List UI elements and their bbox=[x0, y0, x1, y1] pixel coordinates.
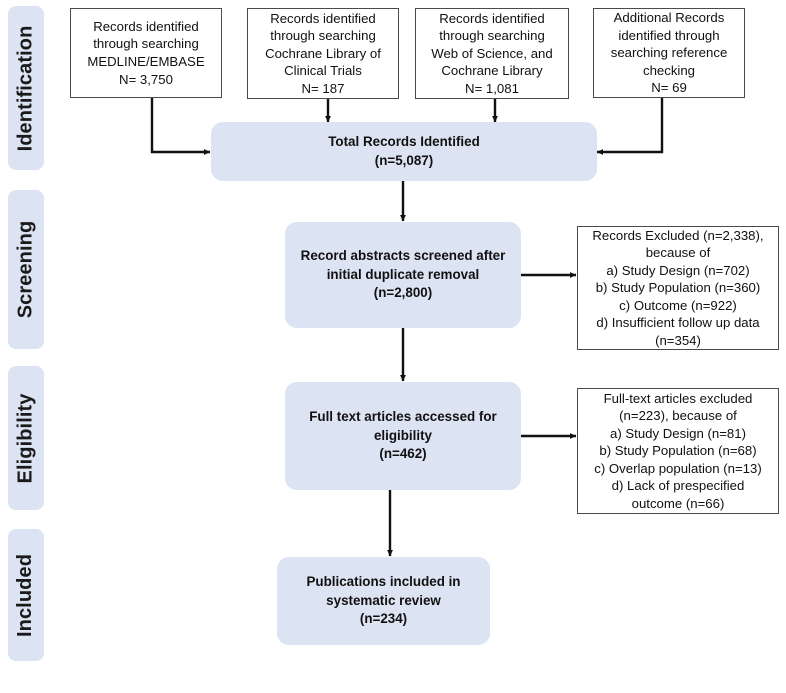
node-total-records-identified: Total Records Identified (n=5,087) bbox=[211, 122, 597, 181]
arrow-source4-to-total bbox=[596, 98, 664, 156]
arrow-source1-to-total bbox=[150, 98, 211, 155]
source-text-web-of-science: Records identified through searching Web… bbox=[431, 10, 553, 96]
node-records-screened: Record abstracts screened after initial … bbox=[285, 222, 521, 328]
source-box-reference-checking: Additional Records identified through se… bbox=[593, 8, 745, 98]
node-text-full-text-excluded: Full-text articles excluded (n=223), bec… bbox=[594, 390, 762, 511]
source-box-web-of-science: Records identified through searching Web… bbox=[415, 8, 569, 99]
node-text-total-records-identified: Total Records Identified (n=5,087) bbox=[328, 134, 480, 168]
node-records-excluded-screening: Records Excluded (n=2,338), because of a… bbox=[577, 226, 779, 350]
stage-label-included: Included bbox=[14, 553, 37, 637]
stage-bar-included: Included bbox=[8, 529, 44, 661]
node-full-text-excluded: Full-text articles excluded (n=223), bec… bbox=[577, 388, 779, 514]
stage-bar-screening: Screening bbox=[8, 190, 44, 349]
node-publications-included: Publications included in systematic revi… bbox=[277, 557, 490, 645]
source-box-medline-embase: Records identified through searching MED… bbox=[70, 8, 222, 98]
source-text-reference-checking: Additional Records identified through se… bbox=[610, 10, 728, 96]
stage-bar-identification: Identification bbox=[8, 6, 44, 170]
node-text-full-text-assessed: Full text articles accessed for eligibil… bbox=[309, 409, 497, 462]
node-text-publications-included: Publications included in systematic revi… bbox=[306, 574, 461, 627]
source-box-cochrane-clinical-trials: Records identified through searching Coc… bbox=[247, 8, 399, 99]
stage-label-screening: Screening bbox=[14, 220, 37, 319]
node-full-text-assessed: Full text articles accessed for eligibil… bbox=[285, 382, 521, 490]
node-text-records-screened: Record abstracts screened after initial … bbox=[300, 248, 506, 301]
node-text-records-excluded-screening: Records Excluded (n=2,338), because of a… bbox=[592, 227, 764, 348]
stage-label-identification: Identification bbox=[14, 25, 37, 151]
stage-bar-eligibility: Eligibility bbox=[8, 366, 44, 510]
source-text-cochrane-clinical-trials: Records identified through searching Coc… bbox=[265, 10, 381, 96]
source-text-medline-embase: Records identified through searching MED… bbox=[87, 18, 205, 87]
stage-label-eligibility: Eligibility bbox=[14, 393, 37, 483]
